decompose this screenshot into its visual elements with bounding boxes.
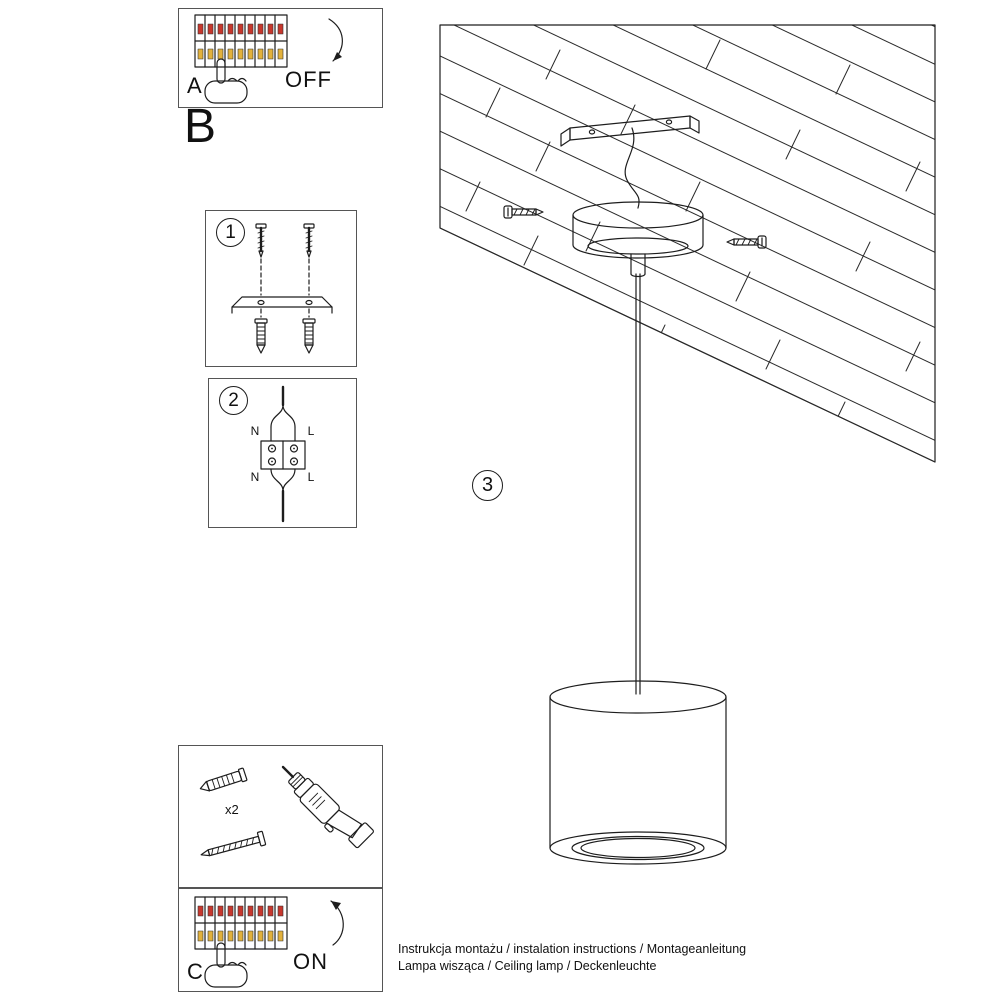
bracket-screw-right-icon [303,223,315,258]
footer-caption: Instrukcja montażu / instalation instruc… [398,941,746,975]
terminal-block-icon [260,440,306,470]
drill-icon [281,765,374,849]
step-2-box: N L N L 2 [208,378,357,528]
step-3-number: 3 [472,470,503,501]
terminal-label-n-top: N [251,424,260,438]
step-1-box: 1 [205,210,357,367]
pendant-rod [635,273,641,695]
tools-box: x2 [178,745,383,888]
power-cable-icon [270,385,296,442]
pendant-lamp-assembly-illustration [439,24,936,865]
wall-plug-icon [199,767,248,792]
tools-illustration [199,765,374,857]
wall-plug-left-icon [254,318,268,354]
terminal-label-l-bottom: L [308,470,315,484]
suspension-wire [624,127,640,209]
breaker-toggles-top-row [197,905,284,917]
breaker-toggles-bottom-row [197,48,284,60]
wiring-illustration: N L N L [251,385,315,523]
canopy [572,201,704,278]
breaker-panel-icon [194,896,288,950]
bracket-mounting-illustration [231,223,333,354]
breaker-panel-off-illustration [194,14,343,104]
wood-ceiling [439,24,936,463]
anchor-quantity-label: x2 [225,802,239,817]
step-c-label: C [187,959,203,984]
breaker-panel-icon [194,14,288,68]
footer-line-1: Instrukcja montażu / instalation instruc… [398,942,747,956]
step-1-number: 1 [216,218,245,247]
screw-icon [200,830,267,857]
breaker-panel-on-illustration [194,896,344,988]
pointing-hand-icon [204,58,248,104]
canopy-screw-right-icon [726,235,767,249]
step-c-switch-state: ON [293,949,328,974]
step-2-number: 2 [219,386,248,415]
lamp-shade [549,680,727,865]
canopy-screw-left-icon [503,205,544,219]
step-c-box: C ON [178,888,383,992]
lamp-cable-icon [270,468,296,523]
step-a-label: A [187,73,202,98]
wall-plug-right-icon [302,318,316,354]
terminal-label-n-bottom: N [251,470,260,484]
step-a-switch-state: OFF [285,67,332,92]
step-a-box: A OFF [178,8,383,108]
bracket-screw-left-icon [255,223,267,258]
ceiling-bracket-icon [560,115,700,147]
breaker-toggles-bottom-row [197,930,284,942]
footer-line-2: Lampa wisząca / Ceiling lamp / Deckenleu… [398,959,657,973]
rotate-up-arrow-icon [330,900,344,946]
terminal-label-l-top: L [308,424,315,438]
step-b-label: B [184,100,217,153]
mounting-bracket-icon [231,296,333,314]
breaker-toggles-top-row [197,23,284,35]
pointing-hand-icon [204,942,248,988]
rotate-down-arrow-icon [328,18,343,62]
